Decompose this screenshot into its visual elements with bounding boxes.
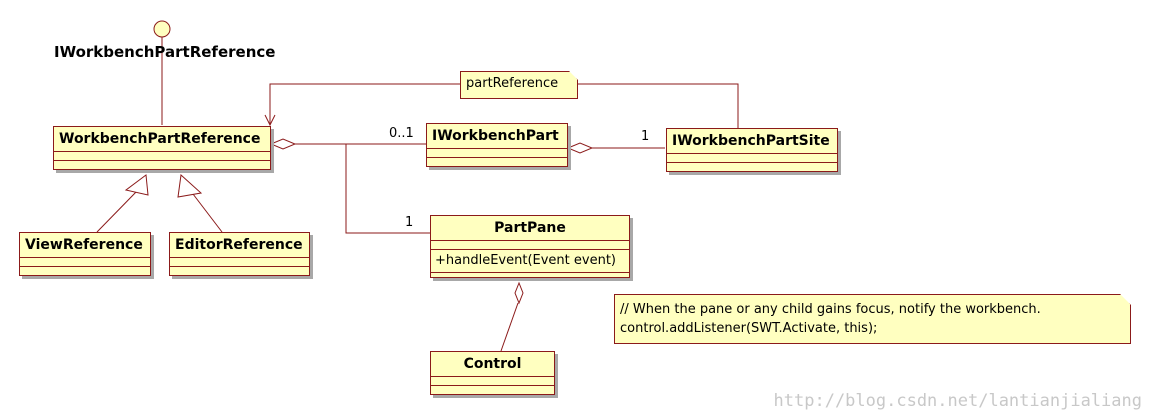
class-name: IWorkbenchPartSite: [667, 129, 837, 154]
view-generalization-line: [96, 189, 139, 233]
part-reference-arrowhead: [264, 114, 276, 127]
attributes-compartment: [431, 377, 554, 386]
class-view-reference[interactable]: ViewReference: [19, 232, 151, 276]
operations-padding: [431, 273, 629, 277]
attributes-compartment: [427, 149, 567, 158]
multiplicity-iworkbench-part: 0..1: [389, 126, 414, 141]
attributes-compartment: [667, 154, 837, 163]
operations-compartment: [170, 267, 309, 275]
interface-circle: [153, 20, 171, 38]
part-reference-note-text: partReference: [466, 76, 559, 91]
aggregation-diamond-pane: [514, 281, 524, 305]
class-iworkbench-part-site[interactable]: IWorkbenchPartSite: [666, 128, 838, 172]
class-name: PartPane: [431, 216, 629, 241]
aggregation-diamond-part: [566, 142, 594, 154]
operations-compartment: [667, 163, 837, 171]
operations-compartment: [54, 161, 270, 169]
pane-to-control-line: [500, 302, 519, 352]
attributes-compartment: [54, 152, 270, 161]
operations-compartment: [427, 158, 567, 166]
class-editor-reference[interactable]: EditorReference: [169, 232, 310, 276]
comment-line-2: control.addListener(SWT.Activate, this);: [620, 321, 878, 336]
class-iworkbench-part[interactable]: IWorkbenchPart: [426, 123, 568, 167]
attributes-compartment: [170, 258, 309, 267]
class-part-pane[interactable]: PartPane +handleEvent(Event event): [430, 215, 630, 278]
attributes-compartment: [20, 258, 150, 267]
class-name: WorkbenchPartReference: [54, 127, 270, 152]
comment-note[interactable]: // When the pane or any child gains focu…: [614, 294, 1131, 344]
attributes-compartment: [431, 241, 629, 250]
operations-compartment: [20, 267, 150, 275]
multiplicity-iworkbench-part-site: 1: [641, 129, 650, 144]
editor-generalization-arrow: [177, 173, 203, 198]
comment-line-1: // When the pane or any child gains focu…: [620, 302, 1041, 317]
class-workbench-part-reference[interactable]: WorkbenchPartReference: [53, 126, 271, 170]
view-generalization-arrow: [124, 174, 149, 196]
watermark: http://blog.csdn.net/lantianjialiang: [773, 391, 1142, 411]
class-name: ViewReference: [20, 233, 150, 258]
class-name: Control: [431, 352, 554, 377]
operations-compartment: [431, 386, 554, 394]
class-name: IWorkbenchPart: [427, 124, 567, 149]
aggregation-diamond-reference: [269, 138, 297, 150]
part-reference-note[interactable]: partReference: [460, 71, 578, 99]
class-name: EditorReference: [170, 233, 309, 258]
interface-name: IWorkbenchPartReference: [54, 43, 276, 61]
reference-to-pane-line: [345, 144, 430, 234]
multiplicity-part-pane: 1: [405, 215, 414, 230]
operation-handle-event: +handleEvent(Event event): [431, 250, 629, 273]
class-control[interactable]: Control: [430, 351, 555, 395]
editor-generalization-line: [192, 193, 223, 233]
